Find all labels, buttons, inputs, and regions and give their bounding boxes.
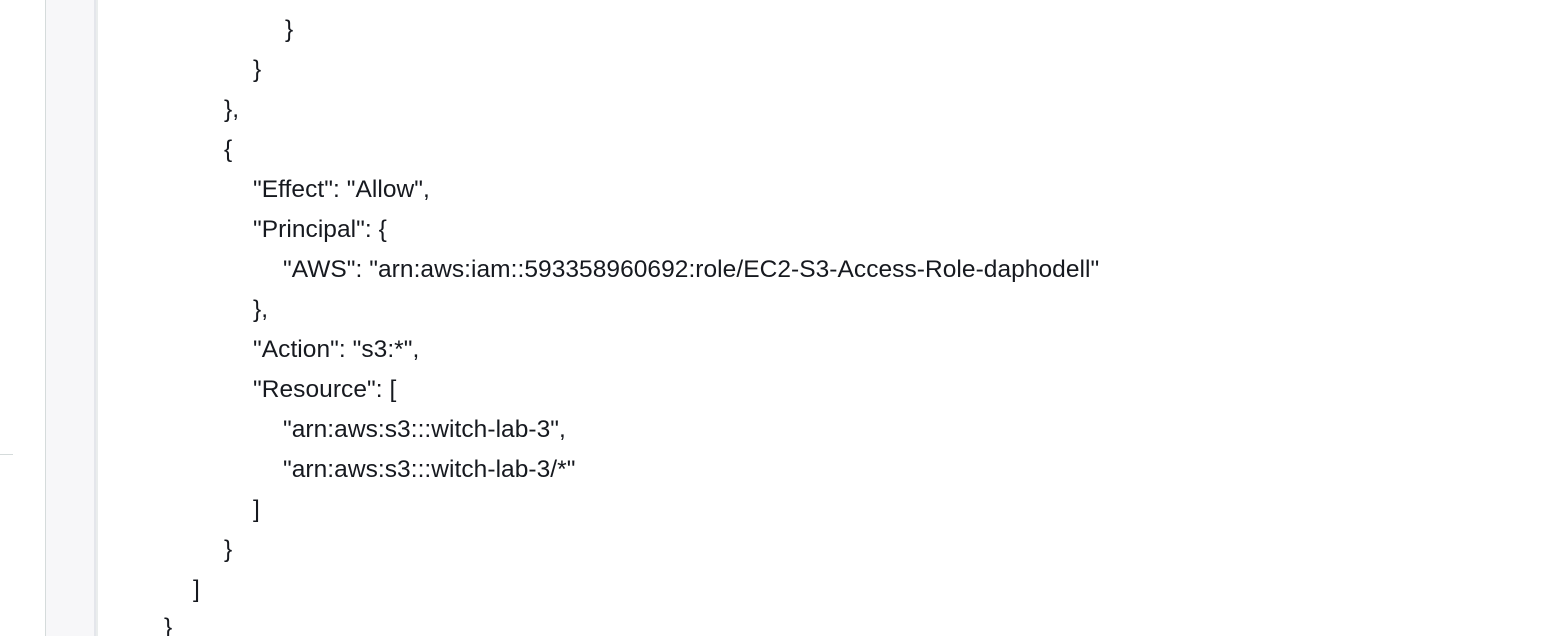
code-line: }, — [253, 296, 269, 323]
code-line: { — [224, 136, 233, 163]
code-line: ] — [193, 576, 200, 603]
code-line: } — [253, 56, 262, 83]
code-line: } — [224, 536, 233, 563]
code-line: "Resource": [ — [253, 376, 397, 403]
side-divider-line — [0, 454, 13, 455]
editor-gutter — [46, 0, 96, 636]
code-area[interactable]: } } }, { "Effect": "Allow", "Principal":… — [96, 0, 1544, 636]
code-line: "AWS": "arn:aws:iam::593358960692:role/E… — [283, 256, 1100, 283]
code-line: "Principal": { — [253, 216, 387, 243]
code-line: "Action": "s3:*", — [253, 336, 420, 363]
code-line: ] — [253, 496, 260, 523]
code-line: } — [285, 16, 294, 43]
policy-json-editor[interactable]: } } }, { "Effect": "Allow", "Principal":… — [45, 0, 1544, 636]
code-line: "Effect": "Allow", — [253, 176, 430, 203]
code-line: "arn:aws:s3:::witch-lab-3/*" — [283, 456, 576, 483]
code-line: "arn:aws:s3:::witch-lab-3", — [283, 416, 566, 443]
code-line: } — [164, 614, 173, 636]
code-line: }, — [224, 96, 240, 123]
